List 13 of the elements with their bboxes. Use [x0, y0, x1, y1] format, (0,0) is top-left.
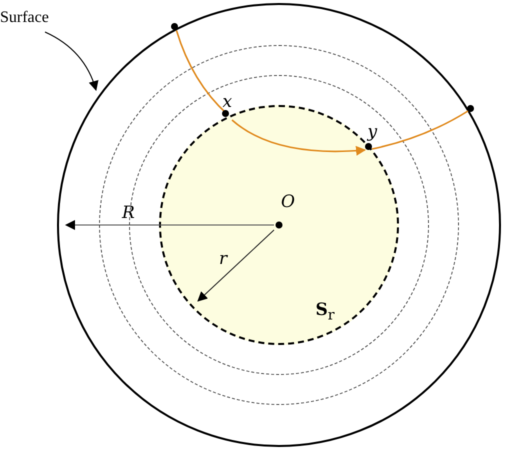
point-marker [171, 23, 178, 30]
point-marker [467, 105, 474, 112]
boundary-circle [57, 3, 501, 447]
path-arrow [232, 119, 366, 156]
math-label: O [281, 194, 295, 211]
callout-label: Surface [0, 10, 68, 30]
point-label: y [368, 124, 378, 140]
math-label: R [122, 205, 135, 222]
point-label: x [222, 94, 232, 110]
leader-line [44, 32, 98, 91]
math-label: r [219, 251, 228, 268]
region-label: S$_{r}$ [316, 302, 335, 322]
dashed-circle [98, 44, 458, 404]
